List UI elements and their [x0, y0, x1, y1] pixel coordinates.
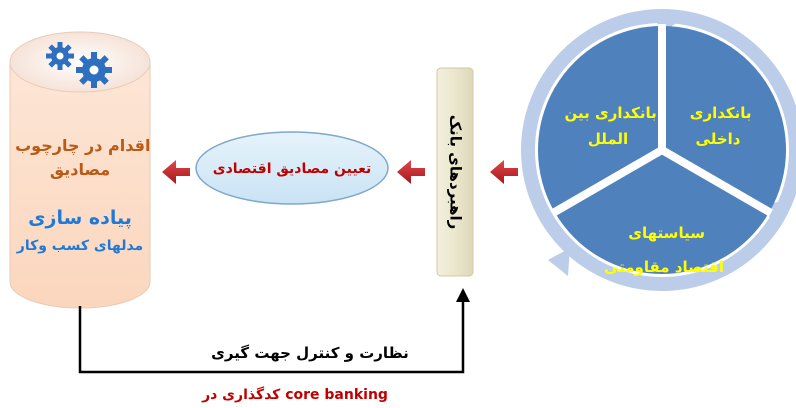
segment-left-line2: الملل: [588, 130, 628, 148]
ellipse-label: تعیین مصادیق اقتصادی: [213, 161, 371, 177]
coding-label: کدگذاری در core banking: [201, 386, 388, 403]
cylinder-top: [9, 31, 151, 93]
feedback-label: نظارت و کنترل جهت گیری: [211, 344, 409, 362]
arrow-ellipse-to-cylinder: [162, 160, 190, 184]
segment-right-line1: بانکداری: [690, 104, 752, 122]
strategy-box-label: راهبردهای بانک: [447, 115, 465, 230]
segment-right-line2: داخلی: [696, 130, 741, 148]
segment-bottom-line1: سیاستهای: [628, 224, 705, 242]
feedback-arrowhead: [456, 288, 470, 302]
wheel-divider: [659, 146, 774, 217]
cylinder-models: مدلهای کسب وکار: [16, 238, 143, 254]
arrow-wheel-to-box: [490, 160, 518, 184]
cylinder-node: اقدام در چارچوب مصادیق پیاده سازی مدلهای…: [9, 31, 151, 309]
arrow-box-to-ellipse: [397, 160, 425, 184]
feedback-line: [78, 300, 465, 374]
segment-left-line1: بانکداری بین: [564, 104, 656, 122]
ellipse-node: تعیین مصادیق اقتصادی: [195, 131, 389, 205]
feedback-connector: نظارت و کنترل جهت گیری کدگذاری در core b…: [78, 288, 470, 403]
gear-icon: [46, 42, 74, 70]
cylinder-title-line1: اقدام در چارچوب: [15, 136, 150, 156]
cylinder-implement: پیاده سازی: [28, 207, 132, 229]
segment-bottom-line2: اقتصاد مقاومتی: [604, 258, 724, 276]
cylinder-title-line2: مصادیق: [50, 160, 110, 179]
svg-text:بانکداری داخلی: بانکداری داخلی: [684, 104, 751, 148]
strategy-box-shape: [436, 67, 474, 277]
svg-text:سیاستهای اقتصاد مقاومتی: سیاستهای اقتصاد مقاومتی: [604, 224, 724, 276]
ellipse-shape: [195, 131, 389, 205]
svg-text:اقدام در چارچوب مصادیق: اقدام در چارچوب مصادیق: [10, 136, 151, 179]
cycle-wheel: بانکداری داخلی بانکداری بین الملل سیاسته…: [521, 9, 796, 291]
gear-icon: [76, 52, 112, 88]
strategy-box: راهبردهای بانک: [436, 67, 474, 277]
cylinder-body: [9, 61, 151, 309]
ring-arrowhead-bottom: [548, 248, 570, 276]
wheel-divider: [550, 146, 665, 217]
svg-text:بانکداری بین الملل: بانکداری بین الملل: [559, 104, 657, 148]
